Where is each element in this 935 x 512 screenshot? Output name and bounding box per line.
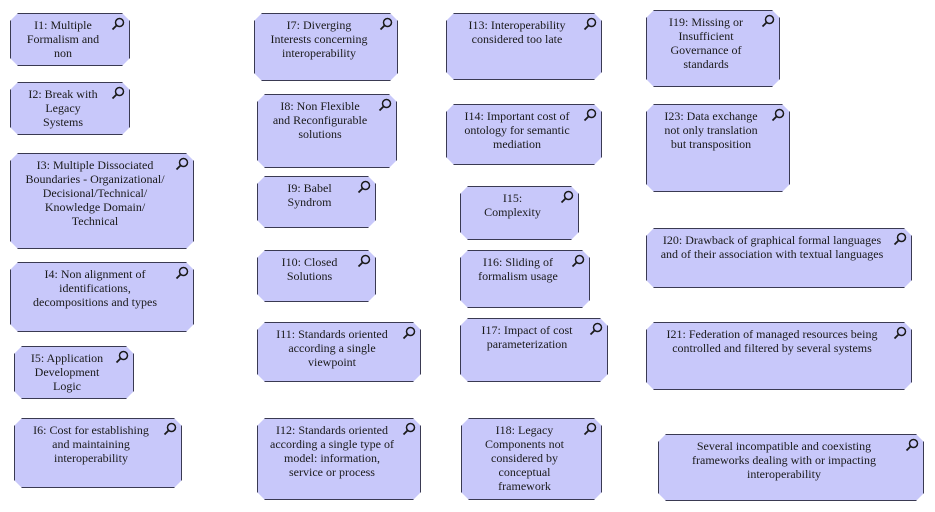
- issue-label: I18: Legacy Components not considered by…: [484, 423, 564, 493]
- issue-label: I7: Diverging Interests concerning inter…: [270, 18, 368, 60]
- magnifier-icon[interactable]: [111, 86, 125, 100]
- issue-card-i2[interactable]: I2: Break with Legacy Systems: [10, 82, 130, 135]
- magnifier-icon[interactable]: [357, 180, 371, 194]
- issue-card-i7[interactable]: I7: Diverging Interests concerning inter…: [254, 13, 398, 81]
- issue-card-i23[interactable]: I23: Data exchange not only translation …: [646, 104, 790, 192]
- issue-label: I3: Multiple Dissociated Boundaries - Or…: [25, 158, 165, 228]
- issue-card-i3[interactable]: I3: Multiple Dissociated Boundaries - Or…: [10, 153, 194, 249]
- issue-card-i5[interactable]: I5: Application Development Logic: [14, 346, 134, 399]
- issue-card-i12[interactable]: I12: Standards oriented according a sing…: [257, 418, 421, 500]
- magnifier-icon[interactable]: [583, 17, 597, 31]
- issue-label: I19: Missing or Insufficient Governance …: [668, 15, 743, 71]
- issue-card-i1[interactable]: I1: Multiple Formalism and non: [10, 13, 130, 66]
- issue-label: I16: Sliding of formalism usage: [478, 255, 558, 283]
- issue-label: I11: Standards oriented according a sing…: [276, 327, 388, 369]
- magnifier-icon[interactable]: [583, 422, 597, 436]
- magnifier-icon[interactable]: [583, 108, 597, 122]
- issue-label: I1: Multiple Formalism and non: [26, 18, 100, 60]
- issue-card-i13[interactable]: I13: Interoperability considered too lat…: [446, 13, 602, 80]
- magnifier-icon[interactable]: [893, 232, 907, 246]
- issue-label: I9: Babel Syndrom: [287, 181, 332, 209]
- magnifier-icon[interactable]: [402, 326, 416, 340]
- issue-label: I14: Important cost of ontology for sema…: [464, 109, 570, 151]
- issue-label: I10: Closed Solutions: [281, 255, 338, 283]
- magnifier-icon[interactable]: [771, 108, 785, 122]
- issue-label: I15: Complexity: [484, 191, 541, 219]
- magnifier-icon[interactable]: [175, 157, 189, 171]
- magnifier-icon[interactable]: [905, 438, 919, 452]
- magnifier-icon[interactable]: [402, 422, 416, 436]
- issue-card-i20[interactable]: I20: Drawback of graphical formal langua…: [646, 228, 912, 288]
- issue-card-i10[interactable]: I10: Closed Solutions: [257, 250, 376, 302]
- issue-card-i4[interactable]: I4: Non alignment of identifications, de…: [10, 262, 194, 332]
- issue-card-frameworks[interactable]: Several incompatible and coexisting fram…: [658, 434, 924, 501]
- magnifier-icon[interactable]: [560, 190, 574, 204]
- magnifier-icon[interactable]: [378, 98, 392, 112]
- issue-card-i11[interactable]: I11: Standards oriented according a sing…: [257, 322, 421, 382]
- magnifier-icon[interactable]: [379, 17, 393, 31]
- issue-label: I8: Non Flexible and Reconfigurable solu…: [272, 99, 368, 141]
- magnifier-icon[interactable]: [175, 266, 189, 280]
- magnifier-icon[interactable]: [357, 254, 371, 268]
- issue-card-i18[interactable]: I18: Legacy Components not considered by…: [461, 418, 602, 500]
- magnifier-icon[interactable]: [571, 254, 585, 268]
- issue-label: Several incompatible and coexisting fram…: [692, 439, 876, 481]
- issue-label: I2: Break with Legacy Systems: [28, 87, 98, 129]
- issue-label: I21: Federation of managed resources bei…: [666, 327, 878, 355]
- issue-card-i17[interactable]: I17: Impact of cost parameterization: [460, 318, 608, 382]
- issue-label: I6: Cost for establishing and maintainin…: [33, 423, 149, 465]
- magnifier-icon[interactable]: [893, 326, 907, 340]
- magnifier-icon[interactable]: [589, 322, 603, 336]
- issue-label: I12: Standards oriented according a sing…: [270, 423, 394, 479]
- issue-label: I23: Data exchange not only translation …: [664, 109, 758, 151]
- issue-card-i19[interactable]: I19: Missing or Insufficient Governance …: [646, 10, 780, 87]
- issue-card-i8[interactable]: I8: Non Flexible and Reconfigurable solu…: [257, 94, 397, 168]
- issue-card-i6[interactable]: I6: Cost for establishing and maintainin…: [14, 418, 182, 488]
- issue-card-i9[interactable]: I9: Babel Syndrom: [257, 176, 376, 228]
- magnifier-icon[interactable]: [115, 350, 129, 364]
- magnifier-icon[interactable]: [163, 422, 177, 436]
- magnifier-icon[interactable]: [111, 17, 125, 31]
- magnifier-icon[interactable]: [761, 14, 775, 28]
- issue-card-i16[interactable]: I16: Sliding of formalism usage: [460, 250, 590, 308]
- issue-label: I5: Application Development Logic: [30, 351, 104, 393]
- issue-label: I13: Interoperability considered too lat…: [468, 18, 566, 46]
- issue-label: I4: Non alignment of identifications, de…: [33, 267, 157, 309]
- issue-label: I20: Drawback of graphical formal langua…: [660, 233, 884, 261]
- issue-card-i15[interactable]: I15: Complexity: [460, 186, 579, 240]
- issue-card-i21[interactable]: I21: Federation of managed resources bei…: [646, 322, 912, 390]
- issue-label: I17: Impact of cost parameterization: [481, 323, 573, 351]
- issue-card-i14[interactable]: I14: Important cost of ontology for sema…: [446, 104, 602, 165]
